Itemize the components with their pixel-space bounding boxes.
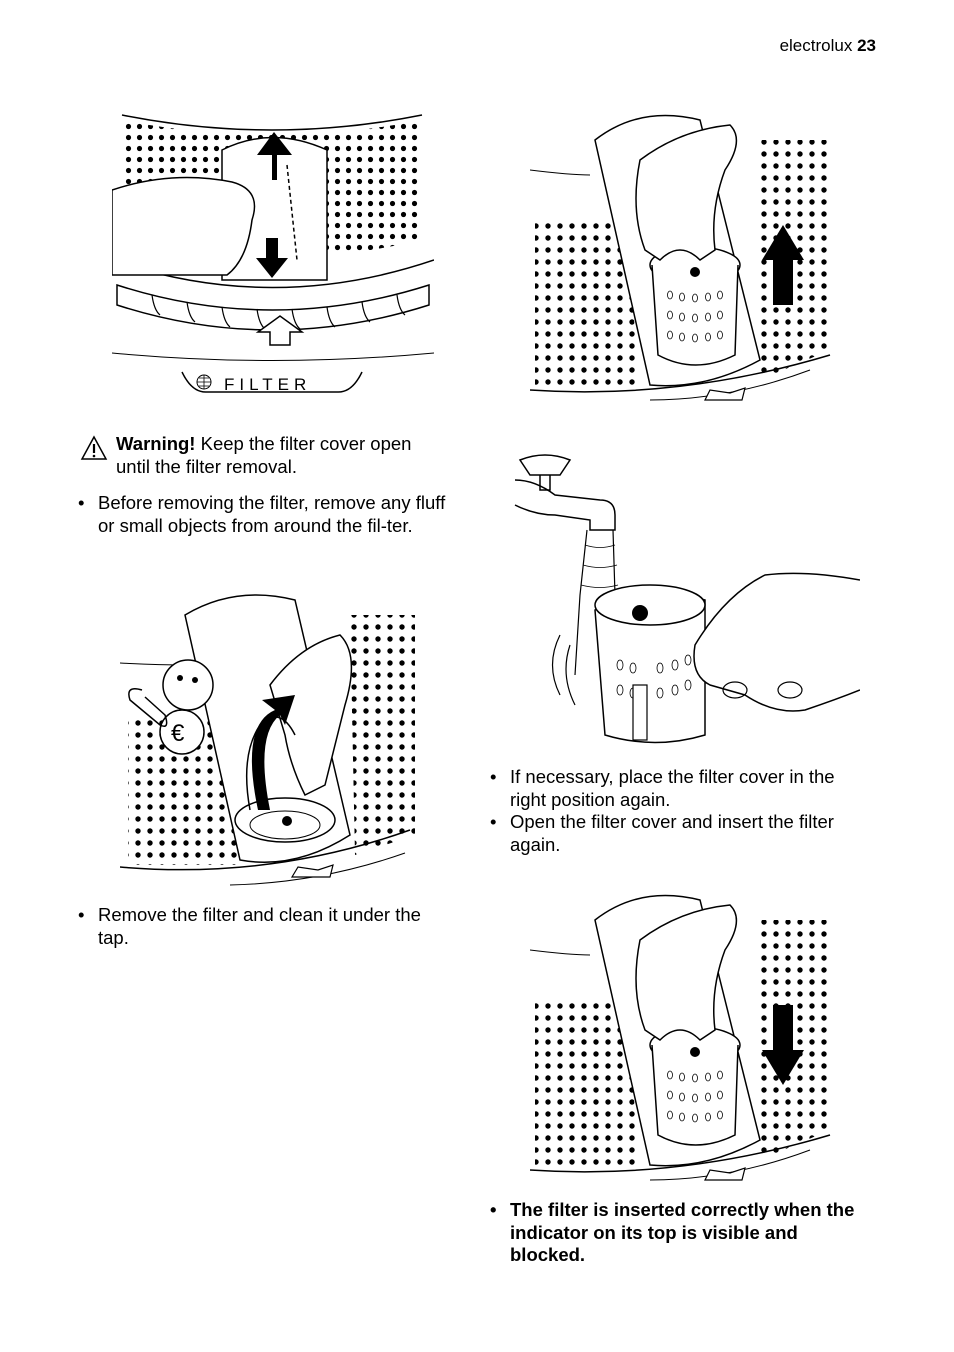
left-bullet-list-1: Before removing the filter, remove any f… xyxy=(76,492,450,537)
filter-cover-label: FILTER xyxy=(224,375,311,394)
final-note: The filter is inserted correctly when th… xyxy=(488,1199,868,1267)
final-note-list: The filter is inserted correctly when th… xyxy=(488,1199,868,1267)
list-item: Open the filter cover and insert the fil… xyxy=(488,811,868,856)
coin-symbol: € xyxy=(171,720,185,747)
figure-filter-insert xyxy=(530,894,831,1181)
warning-block: Warning! Keep the filter cover open unti… xyxy=(80,433,450,478)
figure-filter-cover: FILTER xyxy=(112,114,434,394)
warning-title: Warning! xyxy=(116,433,196,454)
right-bullet-list: If necessary, place the filter cover in … xyxy=(488,766,868,856)
figure-filter-tap xyxy=(514,454,860,744)
page-header: electrolux 23 xyxy=(780,36,876,56)
list-item: Remove the filter and clean it under the… xyxy=(76,904,450,949)
brand-name: electrolux xyxy=(779,36,853,55)
left-bullet-list-2: Remove the filter and clean it under the… xyxy=(76,904,450,949)
warning-text: Keep the filter cover open until the fil… xyxy=(116,433,412,477)
warning-icon xyxy=(80,435,108,460)
list-item: If necessary, place the filter cover in … xyxy=(488,766,868,811)
page-number: 23 xyxy=(857,36,876,55)
figure-filter-removal: € xyxy=(120,594,415,886)
figure-filter-pull-up xyxy=(530,114,831,401)
list-item: Before removing the filter, remove any f… xyxy=(76,492,450,537)
